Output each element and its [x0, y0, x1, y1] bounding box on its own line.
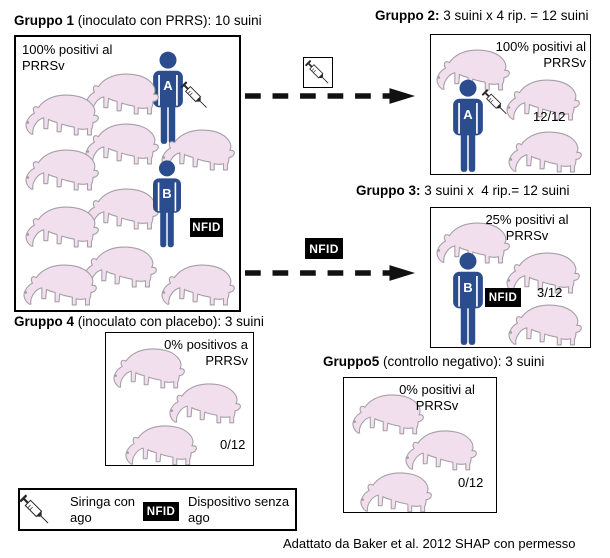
nfid-badge: NFID — [190, 218, 223, 237]
pig-icon — [357, 462, 433, 513]
ratio-label: 12/12 — [533, 109, 566, 124]
group-2-label: 100% positivi al PRRSv — [495, 39, 586, 70]
person-b-icon: B — [151, 159, 183, 249]
pig-icon — [505, 121, 583, 173]
group-2-title: Gruppo 2: 3 suini x 4 rip. = 12 suini — [375, 8, 589, 23]
group-5-label: 0% positivi al PRRSv — [399, 382, 475, 413]
person-a-letter: A — [163, 78, 173, 94]
group-5-title: Gruppo5 (controllo negativo): 3 suini — [323, 354, 545, 369]
person-figure — [451, 252, 485, 346]
ratio-label: 3/12 — [537, 285, 563, 300]
attribution-text: Adattato da Baker et al. 2012 SHAP con p… — [283, 536, 576, 551]
person-a-letter: A — [463, 107, 473, 123]
ratio-label: 0/12 — [220, 437, 246, 452]
person-a-icon: A — [451, 79, 485, 173]
person-figure — [151, 159, 183, 249]
group-4-title: Gruppo 4 (inoculato con placebo): 3 suin… — [14, 314, 264, 329]
group-1-label: 100% positivi al PRRSv — [22, 42, 113, 73]
group-3-title: Gruppo 3: 3 suini x 4 rip.= 12 suini — [356, 183, 570, 198]
nfid-badge: NFID — [143, 502, 179, 521]
syringe-icon — [303, 58, 333, 88]
legend-nfid-label: Dispositivo senza ago — [188, 494, 290, 526]
syringe-box-icon — [303, 57, 333, 88]
group-3-box: 25% positivi al PRRSv B NFID 3/12 — [430, 207, 591, 348]
group-2-box: 100% positivi al PRRSv A 12/12 — [430, 34, 591, 175]
dashed-arrow-icon — [245, 262, 417, 284]
person-b-icon: B — [451, 252, 485, 346]
person-b-letter: B — [463, 280, 473, 296]
syringe-icon — [17, 492, 54, 529]
nfid-badge: NFID — [485, 288, 521, 307]
group-1-title: Gruppo 1 (inoculato con PRRS): 10 suini — [14, 13, 262, 28]
pig-icon — [122, 415, 198, 466]
nfid-badge: NFID — [305, 238, 343, 259]
group-1-box: 100% positivi al PRRSv A B NFID — [14, 35, 241, 312]
person-b-letter: B — [162, 185, 172, 201]
legend-box: Siringa con ago NFID Dispositivo senza a… — [18, 488, 297, 531]
group-4-box: 0% positivos a PRRSv 0/12 — [105, 332, 254, 466]
pig-icon — [158, 254, 236, 306]
person-a-icon: A — [151, 49, 185, 147]
dashed-arrow-icon — [245, 85, 417, 107]
ratio-label: 0/12 — [458, 475, 484, 490]
person-figure — [451, 79, 485, 173]
group-3-label: 25% positivi al PRRSv — [485, 212, 569, 243]
group-4-label: 0% positivos a PRRSv — [164, 337, 248, 368]
pig-icon — [20, 254, 98, 306]
group-1-pig-layer — [16, 37, 239, 310]
legend-syringe-label: Siringa con ago — [70, 494, 136, 526]
group-5-box: 0% positivi al PRRSv 0/12 — [343, 377, 497, 513]
